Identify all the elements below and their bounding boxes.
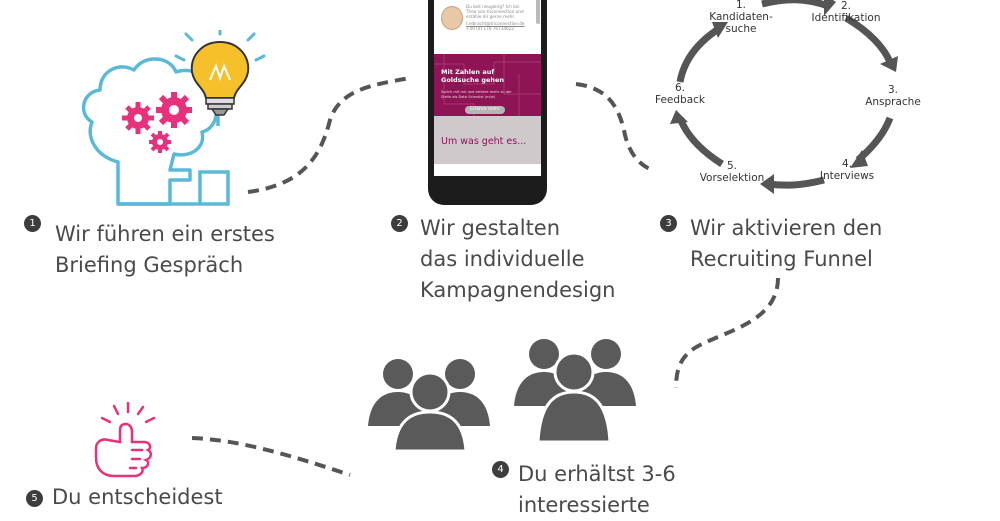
banner-title: Mit Zahlen auf Goldsuche gehen: [441, 68, 504, 84]
funnel-step-6-label: Feedback: [654, 94, 705, 106]
contact-line-3: erzähle dir gerne mehr.: [466, 14, 516, 19]
brain-outline: [81, 57, 218, 206]
step-1-text: Wir führen ein erstes Briefing Gespräch: [55, 219, 275, 281]
brain-lightbulb-illustration: [81, 30, 266, 206]
banner-subtitle-line-1: Sprich mit mir und erfahre mehr zu der: [441, 90, 512, 94]
funnel-step-6-number: 6.: [674, 82, 686, 94]
funnel-step-1-label-1: Kandidaten-: [709, 11, 773, 23]
step-4-line-2: interessierte: [518, 493, 650, 517]
step-3-badge: 3: [660, 215, 677, 232]
gear-icon: [156, 92, 192, 128]
banner-title-line-1: Mit Zahlen auf: [441, 68, 495, 76]
contact-line-2: Thea von triconnection und: [466, 9, 524, 14]
step-3-text: Wir aktivieren den Recruiting Funnel: [690, 213, 882, 275]
funnel-step-3: 3. Ansprache: [862, 84, 924, 108]
smartphone-mockup: Du bist neugierig? Ich bin Thea von tric…: [428, 0, 547, 205]
base-outline: [118, 170, 230, 206]
funnel-step-1: 1. Kandidaten- suche: [705, 0, 777, 35]
funnel-step-4-number: 4.: [841, 158, 853, 170]
step-1-line-2: Briefing Gespräch: [55, 253, 244, 277]
step-5-text: Du entscheidest: [52, 482, 223, 513]
step-2-line-3: Kampagnendesign: [420, 278, 616, 302]
step-2-text: Wir gestalten das individuelle Kampagnen…: [420, 213, 615, 306]
funnel-step-1-number: 1.: [735, 0, 747, 11]
section-title: Um was geht es...: [441, 136, 527, 147]
funnel-step-4: 4. Interviews: [816, 158, 878, 182]
step-2-line-2: das individuelle: [420, 247, 585, 271]
funnel-step-5: 5. Vorselektion: [698, 160, 766, 184]
person-icon: [536, 351, 612, 444]
step-3-line-1: Wir aktivieren den: [690, 216, 883, 240]
contact-phone: +49 (0) 176 76734622: [466, 26, 515, 31]
funnel-cycle-arrows: [670, 0, 898, 194]
funnel-step-2-number: 2.: [840, 0, 852, 12]
step-1-line-1: Wir führen ein erstes: [55, 222, 275, 246]
banner-pattern: [434, 54, 541, 116]
funnel-step-5-number: 5.: [726, 160, 738, 172]
banner-title-line-2: Goldsuche gehen: [441, 76, 505, 84]
contact-email[interactable]: t.elbracht@triconnection.de: [466, 21, 525, 26]
step-4-badge: 4: [492, 461, 509, 478]
connector-4-5: [191, 436, 351, 477]
connector-2-3: [575, 82, 653, 172]
phone-screen: Du bist neugierig? Ich bin Thea von tric…: [434, 0, 541, 176]
funnel-step-3-label: Ansprache: [865, 96, 921, 108]
step-4-line-1: Du erhältst 3-6: [518, 462, 676, 486]
step-1-badge: 1: [24, 215, 41, 232]
funnel-step-2-label: Identifikation: [811, 12, 881, 24]
step-3-line-2: Recruiting Funnel: [690, 247, 873, 271]
step-2-line-1: Wir gestalten: [420, 216, 561, 240]
lightbulb-icon: [190, 40, 250, 116]
funnel-step-3-number: 3.: [887, 84, 899, 96]
banner-subtitle-line-2: Stelle als Data Scientist (m/w): [441, 95, 496, 99]
dashed-connectors: [191, 76, 780, 477]
gear-icon: [149, 131, 171, 153]
light-rays: [174, 30, 266, 62]
pointing-hand-icon: [94, 402, 156, 478]
contact-line-1: Du bist neugierig? Ich bin: [466, 4, 520, 9]
banner-subtitle: Sprich mit mir und erfahre mehr zu der S…: [441, 90, 512, 100]
learn-more-button[interactable]: Erfahre mehr: [465, 106, 505, 114]
gear-icon: [122, 102, 154, 134]
person-icon: [392, 371, 468, 451]
funnel-step-6: 6. Feedback: [650, 82, 710, 106]
candidates-group-icon: [368, 339, 636, 451]
step-5-badge: 5: [26, 490, 43, 507]
avatar: [441, 6, 463, 30]
funnel-step-5-label: Vorselektion: [699, 172, 765, 184]
funnel-step-4-label: Interviews: [819, 170, 875, 182]
connector-1-2: [247, 76, 411, 194]
step-2-badge: 2: [391, 215, 408, 232]
step-5-line-1: Du entscheidest: [52, 485, 223, 509]
step-4-text: Du erhältst 3-6 interessierte: [518, 459, 676, 521]
connector-3-4: [674, 277, 780, 389]
scrollbar[interactable]: [536, 0, 540, 24]
funnel-step-2: 2. Identifikation: [808, 0, 884, 24]
funnel-step-1-label-2: suche: [725, 23, 757, 35]
